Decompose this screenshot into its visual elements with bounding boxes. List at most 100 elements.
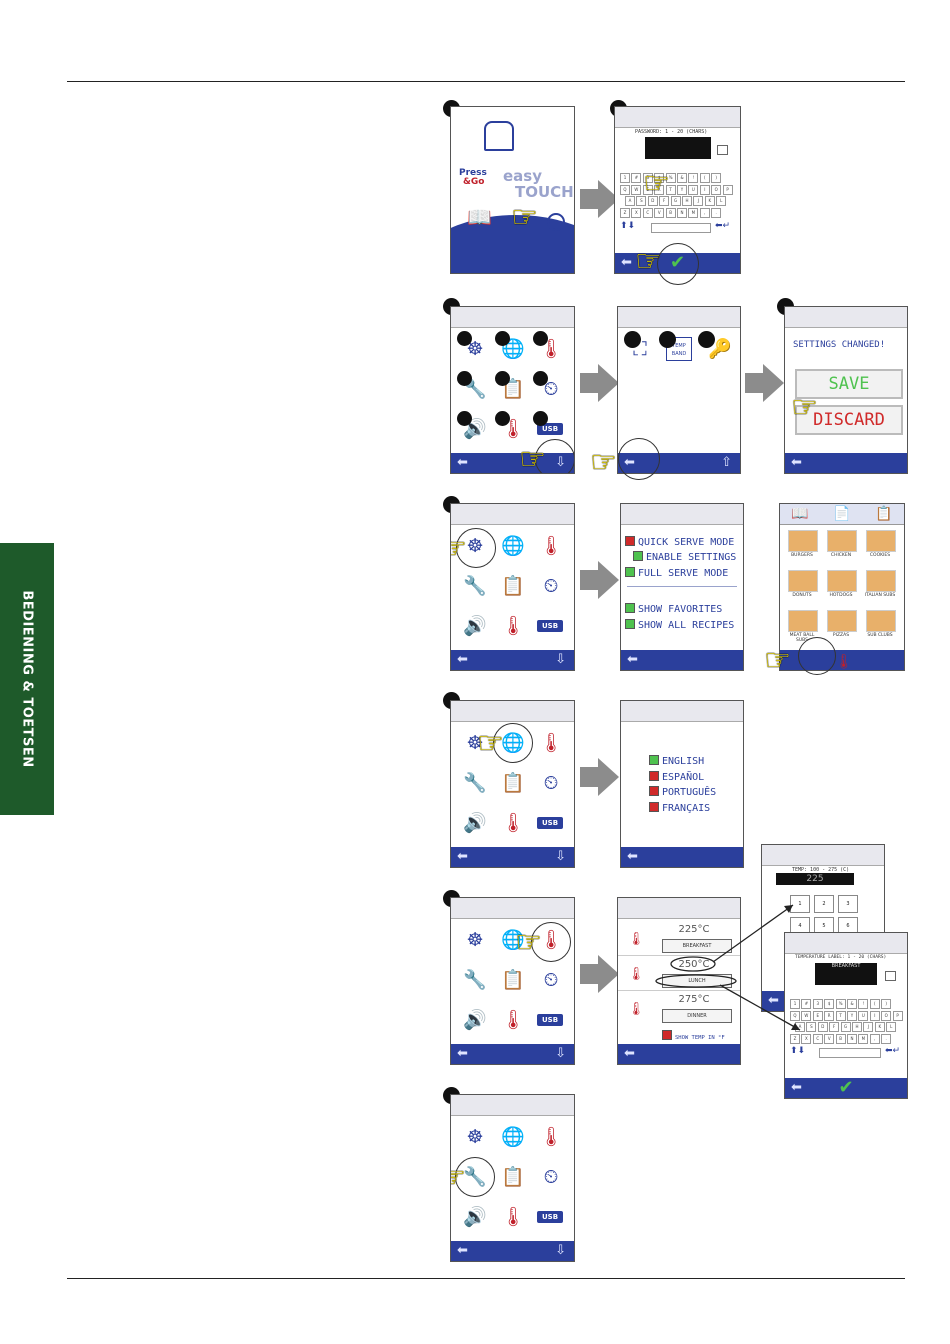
- keyboard-key[interactable]: P: [722, 184, 733, 195]
- numpad-key[interactable]: 1: [790, 895, 810, 913]
- recipe-tab-icon[interactable]: 📖: [791, 506, 809, 522]
- keyboard-key[interactable]: 1: [790, 999, 800, 1009]
- keyboard-key[interactable]: 1: [620, 173, 630, 183]
- temperature-value[interactable]: 250°C: [678, 959, 710, 970]
- down-arrow-icon[interactable]: ⇩: [555, 849, 566, 864]
- keyboard-key[interactable]: C: [642, 207, 653, 218]
- keyboard-key[interactable]: O: [881, 1010, 892, 1021]
- keyboard-key[interactable]: U: [858, 1010, 869, 1021]
- recipe-tile[interactable]: [866, 570, 896, 592]
- timer-icon[interactable]: ⏲: [543, 575, 559, 597]
- timer-icon[interactable]: ⏲: [543, 772, 559, 794]
- back-icon[interactable]: ⬅: [627, 849, 638, 864]
- recipe-tab-icon[interactable]: 📋: [875, 506, 893, 522]
- thermo-timer-icon[interactable]: 🌡: [501, 1206, 526, 1228]
- keyboard-key[interactable]: X: [801, 1033, 812, 1044]
- thermometer-icon[interactable]: 🌡: [835, 654, 853, 670]
- keyboard-key[interactable]: 3: [812, 999, 823, 1009]
- keyboard-key[interactable]: .: [711, 207, 722, 218]
- recipe-tile[interactable]: [866, 610, 896, 632]
- keyboard-key[interactable]: U: [688, 184, 699, 195]
- discard-button[interactable]: DISCARD: [795, 405, 903, 435]
- keyboard-key[interactable]: P: [892, 1010, 903, 1021]
- keyboard-key[interactable]: J: [693, 196, 704, 206]
- recipe-tile[interactable]: [827, 570, 857, 592]
- keyboard-key[interactable]: C: [812, 1033, 823, 1044]
- gear-icon[interactable]: ☸: [466, 732, 484, 754]
- keyboard-key[interactable]: &: [847, 999, 857, 1009]
- thermometer-icon[interactable]: 🌡: [539, 732, 564, 754]
- keyboard-key[interactable]: B: [665, 207, 676, 218]
- keyboard-key[interactable]: %: [835, 999, 846, 1009]
- recipe-tab-icon[interactable]: 📄: [833, 506, 851, 522]
- recipe-tile[interactable]: [827, 530, 857, 552]
- wrench-icon[interactable]: 🔧: [463, 969, 487, 991]
- confirm-check-icon[interactable]: ✔: [838, 1077, 854, 1098]
- wrench-icon[interactable]: 🔧: [463, 772, 487, 794]
- thermometer-icon[interactable]: 🌡: [539, 1126, 564, 1148]
- keyboard-key[interactable]: T: [665, 184, 676, 195]
- temp-band-icon[interactable]: TEMP BAND: [666, 337, 692, 361]
- language-option[interactable]: PORTUGUÊS: [649, 786, 716, 798]
- mode-option[interactable]: QUICK SERVE MODE: [625, 536, 734, 548]
- back-icon[interactable]: ⬅: [768, 993, 779, 1008]
- back-icon[interactable]: ⬅: [457, 455, 468, 470]
- keyboard-key[interactable]: H: [682, 196, 692, 206]
- down-arrow-icon[interactable]: ⇩: [555, 1243, 566, 1258]
- timer-icon[interactable]: ⏲: [543, 1166, 559, 1188]
- keyboard-key[interactable]: %: [665, 173, 676, 183]
- timer-icon[interactable]: ⏲: [543, 378, 559, 400]
- key-icon[interactable]: 🔑: [708, 338, 732, 360]
- globe-icon[interactable]: 🌐: [501, 1126, 525, 1148]
- recipe-tile[interactable]: [788, 610, 818, 632]
- keyboard-key[interactable]: 3: [642, 173, 653, 183]
- keyboard-key[interactable]: #: [631, 173, 642, 183]
- keyboard-key[interactable]: V: [824, 1033, 835, 1044]
- timer-icon[interactable]: ⏲: [543, 969, 559, 991]
- back-icon[interactable]: ⬅: [624, 1046, 635, 1061]
- speaker-icon[interactable]: 🔊: [463, 1009, 487, 1031]
- keyboard-key[interactable]: Q: [790, 1010, 800, 1021]
- usb-icon[interactable]: USB: [537, 1211, 563, 1223]
- keyboard-key[interactable]: .: [881, 1033, 892, 1044]
- usb-icon[interactable]: USB: [537, 1014, 563, 1026]
- keyboard-key[interactable]: D: [817, 1022, 828, 1032]
- keyboard-key[interactable]: A: [795, 1022, 805, 1032]
- keyboard-key[interactable]: F: [659, 196, 670, 206]
- keyboard-key[interactable]: I: [699, 184, 710, 195]
- back-icon[interactable]: ⬅: [457, 849, 468, 864]
- keyboard-key[interactable]: (: [699, 173, 710, 183]
- down-arrow-icon[interactable]: ⇩: [555, 1046, 566, 1061]
- numpad-key[interactable]: 3: [838, 895, 858, 913]
- temp-entry-value[interactable]: 225: [776, 873, 854, 885]
- mode-option[interactable]: ENABLE SETTINGS: [633, 551, 736, 563]
- gear-icon[interactable]: ☸: [466, 1126, 484, 1148]
- keyboard-key[interactable]: Z: [790, 1033, 800, 1044]
- keyboard-key[interactable]: K: [704, 196, 715, 206]
- keyboard-key[interactable]: D: [647, 196, 658, 206]
- recipe-tile[interactable]: [827, 610, 857, 632]
- numpad-key[interactable]: 6: [838, 917, 858, 935]
- gear-icon[interactable]: ☸: [466, 929, 484, 951]
- keyboard-key[interactable]: V: [654, 207, 665, 218]
- keyboard-key[interactable]: !: [858, 999, 869, 1009]
- clear-icon[interactable]: [885, 971, 896, 981]
- gear-icon[interactable]: ☸: [466, 338, 484, 360]
- keyboard-key[interactable]: W: [631, 184, 642, 195]
- recipe-tile[interactable]: [788, 570, 818, 592]
- keyboard-key[interactable]: R: [654, 184, 665, 195]
- language-option[interactable]: ESPAÑOL: [649, 770, 704, 783]
- keyboard-key[interactable]: L: [886, 1022, 897, 1032]
- show-temp-f-option[interactable]: SHOW TEMP IN °F: [662, 1030, 725, 1041]
- keyboard-key[interactable]: A: [625, 196, 635, 206]
- keyboard-key[interactable]: O: [711, 184, 722, 195]
- keyboard-key[interactable]: (: [869, 999, 880, 1009]
- language-option[interactable]: FRANÇAIS: [649, 801, 710, 814]
- mode-option[interactable]: SHOW ALL RECIPES: [625, 619, 734, 631]
- keyboard-key[interactable]: F: [829, 1022, 840, 1032]
- keyboard-key[interactable]: M: [688, 207, 699, 218]
- keyboard-key[interactable]: Z: [620, 207, 630, 218]
- keyboard-key[interactable]: S: [636, 196, 647, 206]
- back-icon[interactable]: ⬅: [791, 1080, 802, 1095]
- keyboard-key[interactable]: Y: [677, 184, 687, 195]
